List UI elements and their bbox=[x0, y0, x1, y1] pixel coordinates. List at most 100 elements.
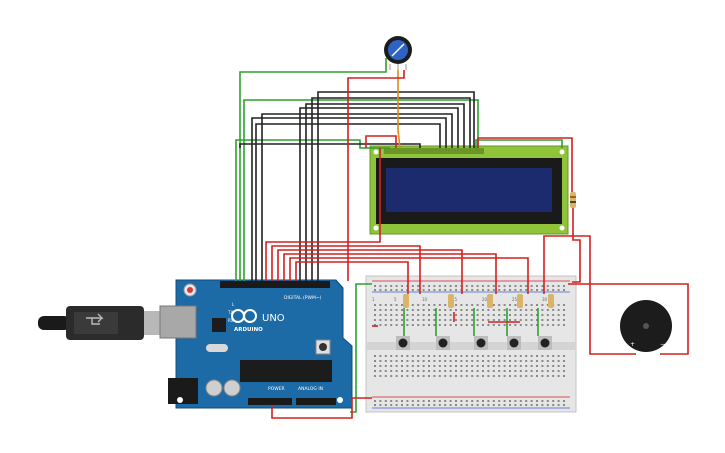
breadboard-hole bbox=[374, 365, 376, 367]
breadboard-hole bbox=[503, 404, 506, 406]
breadboard-hole bbox=[379, 370, 382, 372]
breadboard-hole bbox=[401, 400, 403, 402]
lcd-backlight-resistor[interactable] bbox=[570, 192, 576, 208]
breadboard-hole bbox=[411, 309, 414, 311]
breadboard-hole bbox=[487, 324, 490, 326]
breadboard-hole bbox=[455, 304, 457, 306]
breadboard-hole bbox=[406, 370, 409, 372]
resistor-2[interactable] bbox=[448, 294, 454, 308]
push-button-2[interactable] bbox=[436, 336, 450, 350]
breadboard-hole bbox=[519, 285, 522, 287]
breadboard-hole bbox=[374, 309, 376, 311]
breadboard-hole bbox=[509, 355, 511, 357]
breadboard-hole bbox=[395, 309, 398, 311]
breadboard-hole bbox=[546, 355, 549, 357]
breadboard-hole bbox=[482, 314, 484, 316]
breadboard-col-label: 30 bbox=[542, 297, 548, 302]
breadboard-hole bbox=[428, 324, 430, 326]
resistor-4[interactable] bbox=[517, 294, 523, 308]
breadboard-hole bbox=[492, 360, 495, 362]
breadboard-hole bbox=[476, 404, 479, 406]
push-button-1[interactable] bbox=[396, 336, 410, 350]
arduino-uno-board[interactable]: ARDUINO UNO DIGITAL (PWM~) POWER ANALOG … bbox=[159, 279, 353, 409]
reset-button[interactable] bbox=[187, 287, 193, 293]
breadboard-hole bbox=[374, 289, 376, 291]
breadboard-hole bbox=[541, 304, 544, 306]
breadboard-hole bbox=[536, 319, 538, 321]
breadboard-hole bbox=[428, 309, 430, 311]
breadboard-hole bbox=[433, 365, 436, 367]
breadboard-hole bbox=[390, 289, 393, 291]
breadboard-hole bbox=[438, 404, 441, 406]
breadboard-hole bbox=[471, 365, 474, 367]
breadboard-hole bbox=[509, 319, 511, 321]
resistor-5[interactable] bbox=[548, 294, 554, 308]
breadboard-hole bbox=[401, 314, 403, 316]
lcd-display[interactable] bbox=[369, 145, 569, 235]
breadboard-hole bbox=[438, 285, 441, 287]
breadboard-hole bbox=[482, 400, 484, 402]
breadboard-hole bbox=[406, 375, 409, 377]
wires[interactable] bbox=[235, 58, 689, 419]
breadboard-hole bbox=[498, 404, 501, 406]
breadboard-hole bbox=[433, 355, 436, 357]
breadboard-hole bbox=[563, 324, 565, 326]
green-wire bbox=[235, 139, 390, 281]
breadboard-hole bbox=[552, 404, 555, 406]
breadboard-hole bbox=[465, 309, 468, 311]
arduino-logo-icon bbox=[231, 309, 257, 323]
breadboard-hole bbox=[384, 289, 387, 291]
breadboard-hole bbox=[498, 365, 501, 367]
breadboard-hole bbox=[374, 319, 376, 321]
breadboard-holes[interactable] bbox=[374, 285, 565, 406]
breadboard-hole bbox=[536, 285, 538, 287]
breadboard-hole bbox=[514, 404, 517, 406]
breadboard-hole bbox=[514, 324, 517, 326]
breadboard-hole bbox=[552, 355, 555, 357]
breadboard-hole bbox=[563, 370, 565, 372]
push-buttons[interactable] bbox=[396, 336, 552, 350]
breadboard-hole bbox=[509, 304, 511, 306]
breadboard-hole bbox=[379, 309, 382, 311]
breadboard-hole bbox=[471, 324, 474, 326]
breadboard-hole bbox=[498, 400, 501, 402]
power-pin-header[interactable] bbox=[248, 398, 292, 405]
push-button-4[interactable] bbox=[507, 336, 521, 350]
resistor-1[interactable] bbox=[403, 294, 409, 308]
breadboard-hole bbox=[498, 355, 501, 357]
breadboard-hole bbox=[482, 319, 484, 321]
breadboard-hole bbox=[379, 314, 382, 316]
breadboard-hole bbox=[449, 370, 452, 372]
breadboard-hole bbox=[384, 285, 387, 287]
piezo-buzzer[interactable]: + − bbox=[620, 300, 672, 352]
breadboard-hole bbox=[525, 404, 528, 406]
breadboard-hole bbox=[465, 355, 468, 357]
breadboard-hole bbox=[411, 289, 414, 291]
breadboard-hole bbox=[476, 289, 479, 291]
breadboard-hole bbox=[411, 319, 414, 321]
resistor-3[interactable] bbox=[487, 294, 493, 308]
digital-pin-header[interactable] bbox=[220, 281, 330, 288]
potentiometer[interactable] bbox=[384, 36, 412, 70]
breadboard-hole bbox=[492, 314, 495, 316]
breadboard-hole bbox=[519, 370, 522, 372]
breadboard-hole bbox=[395, 370, 398, 372]
push-button-3[interactable] bbox=[474, 336, 488, 350]
breadboard-hole bbox=[563, 285, 565, 287]
breadboard-hole bbox=[401, 324, 403, 326]
breadboard-hole bbox=[406, 360, 409, 362]
breadboard-hole bbox=[444, 375, 447, 377]
breadboard-hole bbox=[530, 355, 533, 357]
breadboard-hole bbox=[530, 375, 533, 377]
breadboard-hole bbox=[465, 304, 468, 306]
breadboard-hole bbox=[498, 309, 501, 311]
breadboard-hole bbox=[546, 289, 549, 291]
push-button-5[interactable] bbox=[538, 336, 552, 350]
lcd-pin-header[interactable] bbox=[384, 148, 484, 154]
breadboard-hole bbox=[552, 324, 555, 326]
breadboard-hole bbox=[525, 365, 528, 367]
pulldown-resistors[interactable] bbox=[403, 294, 554, 308]
breadboard-hole bbox=[422, 314, 425, 316]
analog-pin-header[interactable] bbox=[296, 398, 336, 405]
breadboard-hole bbox=[438, 324, 441, 326]
